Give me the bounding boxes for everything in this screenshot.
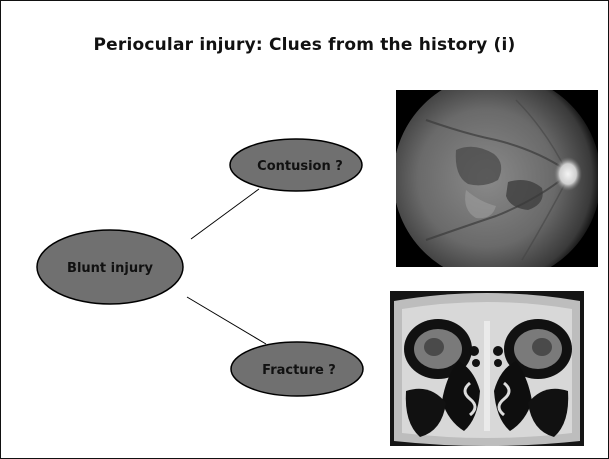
fundus-photo — [396, 90, 598, 267]
connector-contusion — [191, 189, 259, 239]
node-fracture-label: Fracture ? — [262, 363, 336, 378]
ct-scan-image — [390, 291, 584, 446]
node-blunt-injury: Blunt injury — [37, 230, 183, 304]
node-contusion: Contusion ? — [230, 139, 362, 191]
node-blunt-injury-label: Blunt injury — [67, 261, 153, 276]
connector-fracture — [187, 297, 266, 344]
node-fracture: Fracture ? — [231, 342, 363, 396]
node-contusion-label: Contusion ? — [257, 159, 343, 174]
